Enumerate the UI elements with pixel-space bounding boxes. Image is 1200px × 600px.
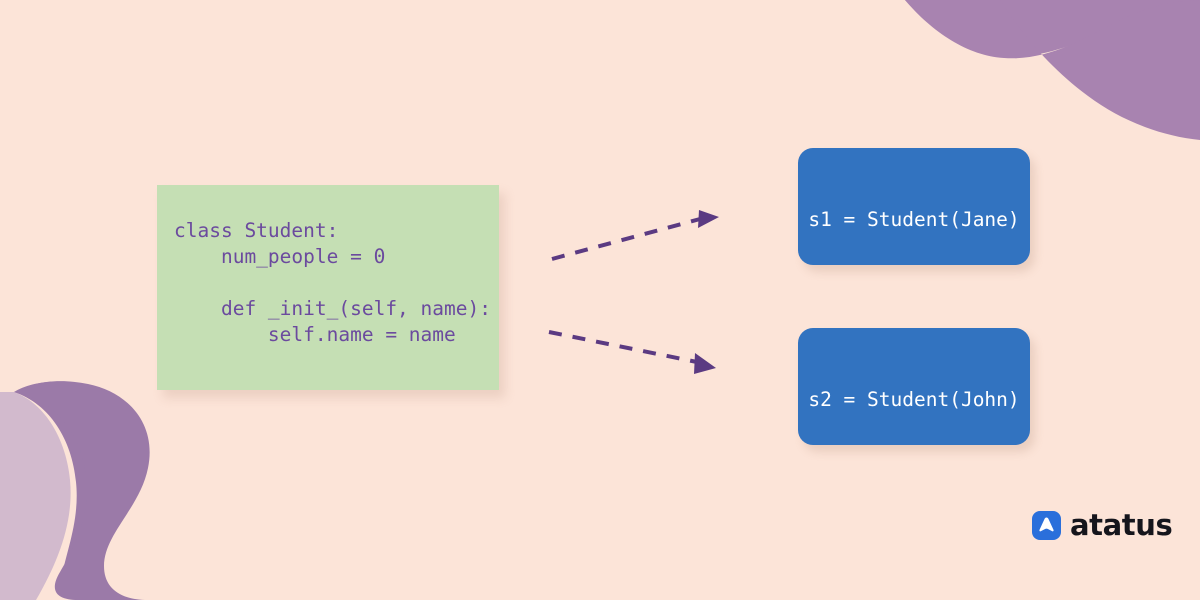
- purple-wave-blob-top-right: [905, 0, 1200, 57]
- purple-blob-bottom-left-sweep: [16, 381, 150, 600]
- mauve-blob-bottom-left-body: [0, 392, 71, 600]
- code-text: class Student: num_people = 0 def _init_…: [174, 219, 491, 346]
- atatus-wordmark: atatus: [1070, 508, 1173, 542]
- arrow-to-instance-2: [548, 330, 716, 374]
- atatus-logo: atatus: [1032, 508, 1173, 542]
- instance-box-s2: s2 = Student(John): [798, 328, 1030, 445]
- instance-label-s2: s2 = Student(John): [808, 388, 1020, 411]
- instance-box-s1: s1 = Student(Jane): [798, 148, 1030, 265]
- arrow-to-instance-1: [551, 210, 719, 261]
- atatus-mark-icon: [1032, 511, 1061, 540]
- instance-label-s1: s1 = Student(Jane): [808, 208, 1020, 231]
- mauve-blob-bottom-left: [0, 392, 34, 600]
- purple-blob-bottom-left: [14, 381, 142, 600]
- code-panel: class Student: num_people = 0 def _init_…: [157, 185, 499, 390]
- purple-wave-blob-top-right-body: [905, 0, 1200, 140]
